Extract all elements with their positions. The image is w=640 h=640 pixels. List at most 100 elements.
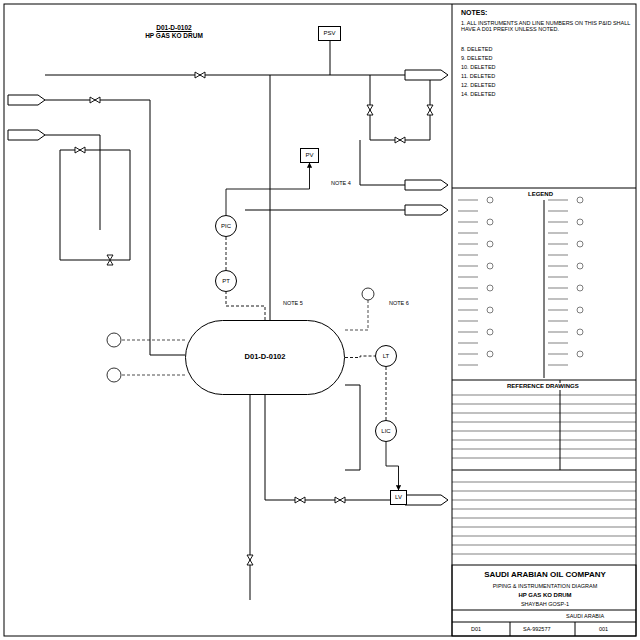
table-rule [458,233,478,234]
node-title: LT [383,353,390,360]
process-pipe [60,150,130,260]
legend-symbol [487,285,493,291]
gate-valve [395,137,405,143]
sheet-frame [575,622,576,636]
instrument-signal [121,340,185,341]
table-rule [452,404,636,405]
signal-line [386,442,399,490]
table-rule [452,491,636,492]
note-text: 12. DELETED [460,82,497,88]
table-rule [452,413,636,414]
legend-symbol [487,197,493,203]
table-rule [452,440,636,441]
sheet-frame [510,622,511,636]
process-pipe [45,100,185,355]
process-pipe [270,75,271,320]
table-rule [458,266,478,267]
title-block-cell: 001 [598,626,609,632]
table-rule [548,266,568,267]
title-block-text: HP GAS KO DRUM [456,592,634,599]
legend-symbol [577,263,583,269]
node-title: PV [305,152,313,159]
signal-line [226,292,265,320]
note-text: 8. DELETED [460,46,493,52]
gate-valve [195,72,205,78]
table-rule [458,211,478,212]
gate-valve [335,497,345,503]
process-pipe [370,75,430,140]
gate-valve [367,105,373,115]
table-rule [452,500,636,501]
node-title: PIC [221,223,231,230]
off-page-connector [8,95,45,105]
table-rule [458,277,478,278]
off-page-connector [405,495,448,505]
table-rule [458,354,478,355]
node-title: LIC [381,428,390,435]
table-rule [458,222,478,223]
table-rule [452,518,636,519]
note-text: 1. ALL INSTRUMENTS AND LINE NUMBERS ON T… [460,20,632,33]
process-pipe [245,210,405,211]
notes-heading: NOTES: [460,9,488,17]
off-page-connector [8,130,45,140]
signal-line [386,367,387,420]
signal-line [345,356,375,358]
table-rule [548,354,568,355]
process-pipe [360,140,405,185]
table-rule [458,288,478,289]
node-title: PT [222,278,230,285]
table-rule [548,332,568,333]
table-rule [458,343,478,344]
gate-valve [107,255,113,265]
sheet-frame [452,565,636,636]
table-rule [458,255,478,256]
node-title: LV [395,494,402,501]
table-rule [458,321,478,322]
instrument-bubble: PT [215,270,237,292]
note-text: 14. DELETED [460,91,497,97]
legend-symbol [487,351,493,357]
node-subtitle: HP GAS KO DRUM [145,32,203,39]
process-pipe [265,395,405,500]
sheet-frame [452,470,636,471]
sheet-frame [452,188,636,189]
instrument-bubble: LT [375,345,397,367]
legend-symbol [487,219,493,225]
legend-symbol [577,285,583,291]
legend-symbol [577,197,583,203]
table-rule [548,365,568,366]
table-rule [548,244,568,245]
table-rule [548,343,568,344]
off-page-connector [405,205,448,215]
table-rule [458,244,478,245]
instrument-symbol [107,368,121,382]
instrument-bubble: LIC [375,420,397,442]
gate-valve [295,497,305,503]
table-rule [458,310,478,311]
title-block-cell: D01 [470,626,482,632]
title-block-cell: SA-992577 [522,626,552,632]
process-pipe [345,385,360,470]
node-title: PSV [323,30,335,37]
node-title: D01-D-0102 [156,24,191,31]
control-valve: PV [300,148,319,163]
legend-heading: LEGEND [527,191,554,198]
table-rule [458,299,478,300]
sheet-frame [4,4,636,636]
legend-symbol [487,307,493,313]
table-rule [452,197,636,554]
table-rule [548,299,568,300]
gate-valve [427,105,433,115]
table-rule [548,200,568,201]
title-block-text: PIPING & INSTRUMENTATION DIAGRAM [456,583,634,589]
table-rule [452,554,636,555]
sheet-frame [452,380,636,381]
sheet-frame [452,610,636,611]
table-rule [548,211,568,212]
signal-line [226,237,227,270]
legend-symbol [577,241,583,247]
